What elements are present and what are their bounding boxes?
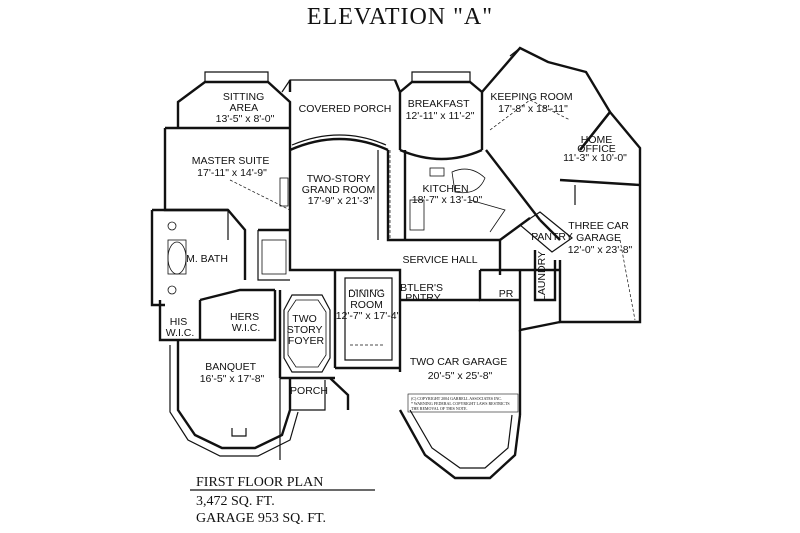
label-sitting-area: SITTING AREA 13'-5" x 8'-0" (216, 91, 275, 125)
label-breakfast: BREAKFAST 12'-11" x 11'-2" (406, 98, 475, 122)
label-keeping-room: KEEPING ROOM 17'-8" x 18'-11" (490, 91, 575, 115)
label-home-office: HOME OFFICE 11'-3" x 10'-0" (563, 134, 627, 164)
plan-footer: FIRST FLOOR PLAN 3,472 SQ. FT. GARAGE 95… (190, 475, 375, 526)
elevation-title: ELEVATION "A" (307, 4, 493, 30)
walls (150, 46, 642, 480)
fixtures (167, 99, 636, 368)
copyright-line-3: THE REMOVAL OF THIS NOTE. (411, 406, 467, 411)
label-pantry: PANTRY (531, 231, 573, 243)
label-covered-porch: COVERED PORCH (299, 103, 392, 115)
room-labels: SITTING AREA 13'-5" x 8'-0" COVERED PORC… (166, 91, 633, 397)
label-laundry: LAUNDRY (536, 251, 548, 301)
copyright-notice: (C) COPYRIGHT 2004 GARRELL ASSOCIATES IN… (407, 393, 519, 413)
label-kitchen: KITCHEN 18'-7" x 13'-10" (412, 183, 483, 206)
copyright-line-1: (C) COPYRIGHT 2004 GARRELL ASSOCIATES IN… (411, 396, 502, 401)
label-his-wic: HIS W.I.C. (166, 316, 195, 339)
label-pr: PR (499, 288, 514, 300)
label-master-suite: MASTER SUITE 17'-11" x 14'-9" (192, 155, 273, 179)
label-hers-wic: HERS W.I.C. (230, 311, 262, 334)
garage-area: GARAGE 953 SQ. FT. (196, 511, 326, 526)
label-foyer: TWO STORY FOYER (287, 313, 326, 347)
label-three-car-garage: THREE CAR GARAGE 12'-0" x 23'-8" (568, 220, 633, 256)
label-banquet: BANQUET 16'-5" x 17'-8" (200, 361, 265, 385)
copyright-line-2: * WARNING FEDERAL COPYRIGHT LAWS RESTRIC… (411, 401, 510, 406)
label-porch: PORCH (290, 385, 328, 397)
label-service-hall: SERVICE HALL (402, 254, 477, 266)
total-area: 3,472 SQ. FT. (196, 494, 275, 509)
label-butlers-pantry: BTLER'S PNTRY (400, 282, 446, 304)
label-m-bath: M. BATH (186, 253, 228, 265)
label-two-car-garage: TWO CAR GARAGE 20'-5" x 25'-8" (410, 356, 510, 382)
plan-title: FIRST FLOOR PLAN (196, 475, 323, 490)
label-grand-room: TWO-STORY GRAND ROOM 17'-9" x 21'-3" (302, 173, 378, 207)
label-dining-room: DINING ROOM 12'-7" x 17'-4" (336, 288, 401, 322)
